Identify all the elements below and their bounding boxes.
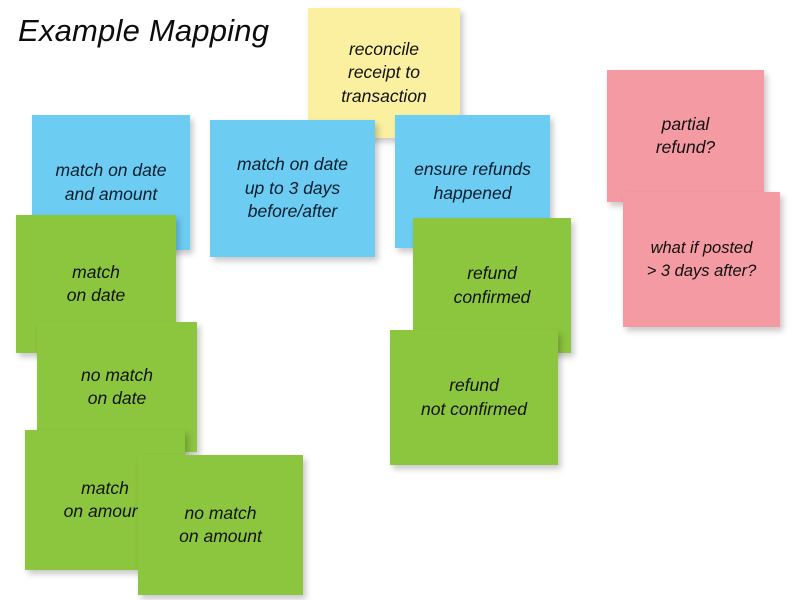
question-note-partial-refund[interactable]: partial refund?	[607, 70, 764, 202]
rule-note-match-date-3-days[interactable]: match on date up to 3 days before/after	[210, 120, 375, 257]
story-note[interactable]: reconcile receipt to transaction	[308, 8, 460, 138]
question-note-posted-after-3-days[interactable]: what if posted > 3 days after?	[623, 192, 780, 327]
page-title: Example Mapping	[18, 13, 270, 48]
example-note-refund-not-confirmed[interactable]: refund not confirmed	[390, 330, 558, 465]
example-note-no-match-on-amount[interactable]: no match on amount	[138, 455, 303, 595]
